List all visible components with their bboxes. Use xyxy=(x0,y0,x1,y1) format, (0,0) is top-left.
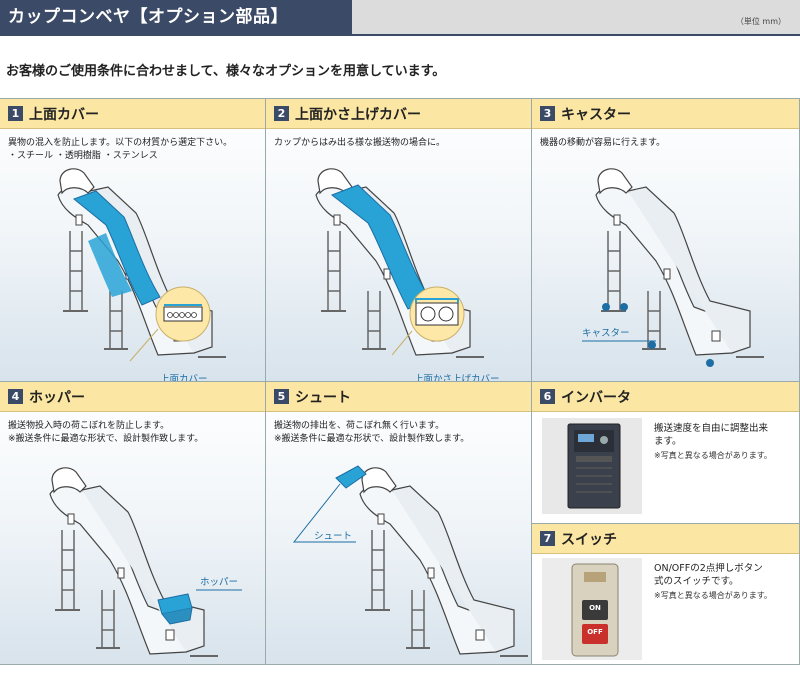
option-title: キャスター xyxy=(561,107,631,123)
option-switch: 7 スイッチ ON OFF ON/OFFの2点押しボタン 式のスイッチです。 ※… xyxy=(532,524,800,665)
option-title: シュート xyxy=(295,390,351,406)
page-title: カップコンベヤ【オプション部品】 xyxy=(0,0,352,34)
option-description: 搬送物投入時の荷こぼれを防止します。 ※搬送条件に最適な形状で、設計製作致します… xyxy=(8,421,204,444)
option-title-band: 2 上面かさ上げカバー xyxy=(266,99,531,129)
option-title-band: 1 上面カバー xyxy=(0,99,265,129)
option-number: 4 xyxy=(8,389,23,404)
option-number: 3 xyxy=(540,106,555,121)
unit-note: （単位 mm） xyxy=(735,17,786,26)
option-inverter: 6 インバータ 搬送速度を自由に調整出来 ます。 ※写真と異なる場合があります。 xyxy=(532,382,800,524)
option-number: 6 xyxy=(540,389,555,404)
option-number: 2 xyxy=(274,106,289,121)
conveyor-hopper-diagram xyxy=(49,466,242,657)
option-title-band: 6 インバータ xyxy=(532,382,799,412)
header-underline xyxy=(0,34,800,36)
option-title: ホッパー xyxy=(29,390,85,406)
inverter-photo xyxy=(542,418,642,514)
header-bar xyxy=(352,0,800,34)
option-title-band: 5 シュート xyxy=(266,382,531,412)
callout-label: 上面カバー xyxy=(160,374,208,382)
conveyor-chute-diagram xyxy=(292,465,529,657)
option-description: 機器の移動が容易に行えます。 xyxy=(540,138,666,148)
conveyor-raised-cover-diagram xyxy=(315,167,485,358)
off-button-label: OFF xyxy=(587,628,603,636)
option-title-band: 4 ホッパー xyxy=(0,382,265,412)
option-title: 上面かさ上げカバー xyxy=(295,107,421,123)
option-note: ※写真と異なる場合があります。 xyxy=(654,451,772,460)
switch-photo xyxy=(542,558,642,660)
intro-text: お客様のご使用条件に合わせまして、様々なオプションを用意しています。 xyxy=(6,64,446,79)
callout-label: ホッパー xyxy=(200,577,239,588)
option-number: 7 xyxy=(540,531,555,546)
option-top-cover: 1 上面カバー 異物の混入を防止します。以下の材質から選定下さい。 ・スチール … xyxy=(0,99,266,382)
callout-label: シュート xyxy=(314,531,353,542)
option-number: 1 xyxy=(8,106,23,121)
option-caster: 3 キャスター 機器の移動が容易に行えます。 キャスター xyxy=(532,99,800,382)
conveyor-caster-diagram xyxy=(582,167,765,367)
option-number: 5 xyxy=(274,389,289,404)
page-header: カップコンベヤ【オプション部品】 （単位 mm） xyxy=(0,0,800,36)
option-raised-cover: 2 上面かさ上げカバー カップからはみ出る様な搬送物の場合に。 上面かさ上げカバ… xyxy=(266,99,532,382)
option-description: 搬送物の排出を、荷こぼれ無く行います。 ※搬送条件に最適な形状で、設計製作致しま… xyxy=(274,421,470,444)
option-description: カップからはみ出る様な搬送物の場合に。 xyxy=(274,138,446,148)
option-description: 異物の混入を防止します。以下の材質から選定下さい。 ・スチール ・透明樹脂 ・ス… xyxy=(8,138,233,161)
callout-label: 上面かさ上げカバー xyxy=(414,374,500,382)
on-button-label: ON xyxy=(589,604,601,612)
options-grid: 1 上面カバー 異物の混入を防止します。以下の材質から選定下さい。 ・スチール … xyxy=(0,98,800,665)
option-hopper: 4 ホッパー 搬送物投入時の荷こぼれを防止します。 ※搬送条件に最適な形状で、設… xyxy=(0,382,266,665)
callout-label: キャスター xyxy=(582,328,630,339)
option-chute: 5 シュート 搬送物の排出を、荷こぼれ無く行います。 ※搬送条件に最適な形状で、… xyxy=(266,382,532,665)
option-title: スイッチ xyxy=(561,532,617,548)
option-title: インバータ xyxy=(561,390,631,406)
option-title-band: 7 スイッチ xyxy=(532,524,799,554)
conveyor-top-cover-diagram xyxy=(57,167,227,362)
option-description: ON/OFFの2点押しボタン 式のスイッチです。 xyxy=(654,563,763,587)
option-title: 上面カバー xyxy=(29,107,99,123)
option-title-band: 3 キャスター xyxy=(532,99,799,129)
option-note: ※写真と異なる場合があります。 xyxy=(654,591,772,600)
option-description: 搬送速度を自由に調整出来 ます。 xyxy=(654,423,769,447)
